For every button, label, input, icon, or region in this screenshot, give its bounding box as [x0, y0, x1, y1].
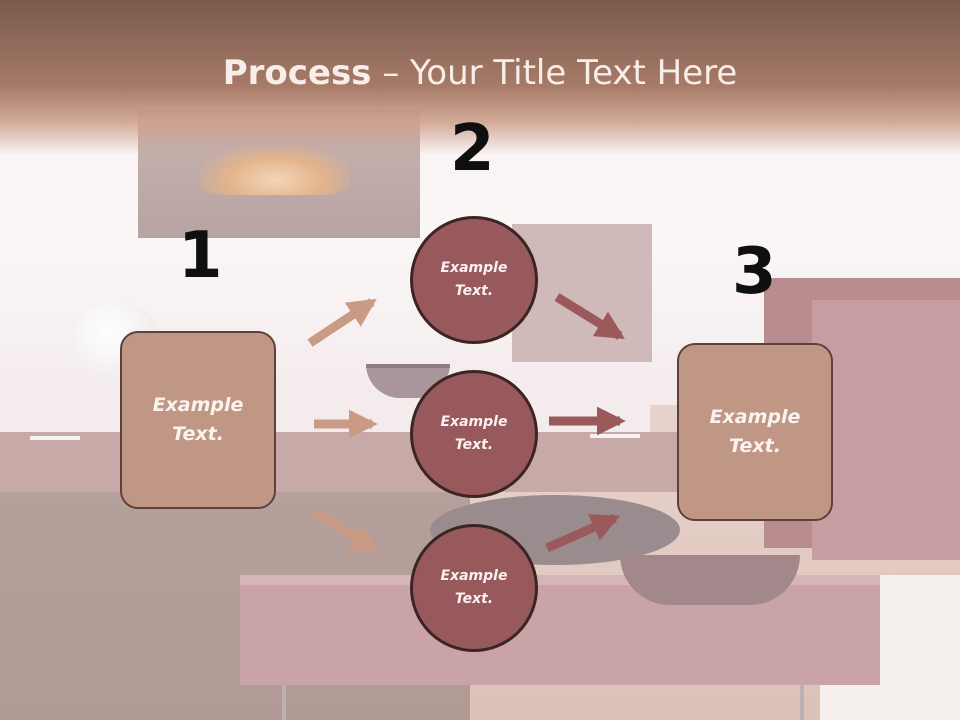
background-cabinet [0, 432, 690, 492]
background-sofa-seat [812, 300, 960, 560]
circle-middle-text: Example Text. [440, 414, 508, 453]
background-cabinet-handle [30, 436, 80, 440]
circle-middle[interactable]: Example Text. [410, 370, 538, 498]
background-coffee-table-top [240, 575, 880, 585]
step-number-3: 3 [732, 235, 777, 309]
background-basket [620, 555, 800, 605]
background-table-leg [800, 685, 804, 720]
circle-top-text: Example Text. [440, 260, 508, 299]
end-box-text: Example Text. [709, 406, 801, 457]
step-number-1: 1 [178, 219, 223, 293]
circle-top[interactable]: Example Text. [410, 216, 538, 344]
background-table-leg [282, 685, 286, 720]
start-box-text: Example Text. [152, 394, 244, 445]
title-bold: Process [222, 53, 372, 93]
title-band [0, 0, 960, 155]
arrow-circle3-to-box3 [545, 513, 621, 553]
title-rest: – Your Title Text Here [371, 53, 738, 93]
background-cabinet-handle [590, 434, 640, 438]
circle-bottom-text: Example Text. [440, 568, 508, 607]
arrow-circle1-to-box3 [554, 293, 625, 340]
end-box[interactable]: Example Text. [677, 343, 833, 521]
arrow-box1-to-circle3 [311, 508, 379, 553]
step-number-2: 2 [450, 112, 495, 186]
arrow-box1-to-circle1 [307, 298, 377, 347]
slide-title[interactable]: Process – Your Title Text Here [0, 53, 960, 93]
circle-bottom[interactable]: Example Text. [410, 524, 538, 652]
start-box[interactable]: Example Text. [120, 331, 276, 509]
